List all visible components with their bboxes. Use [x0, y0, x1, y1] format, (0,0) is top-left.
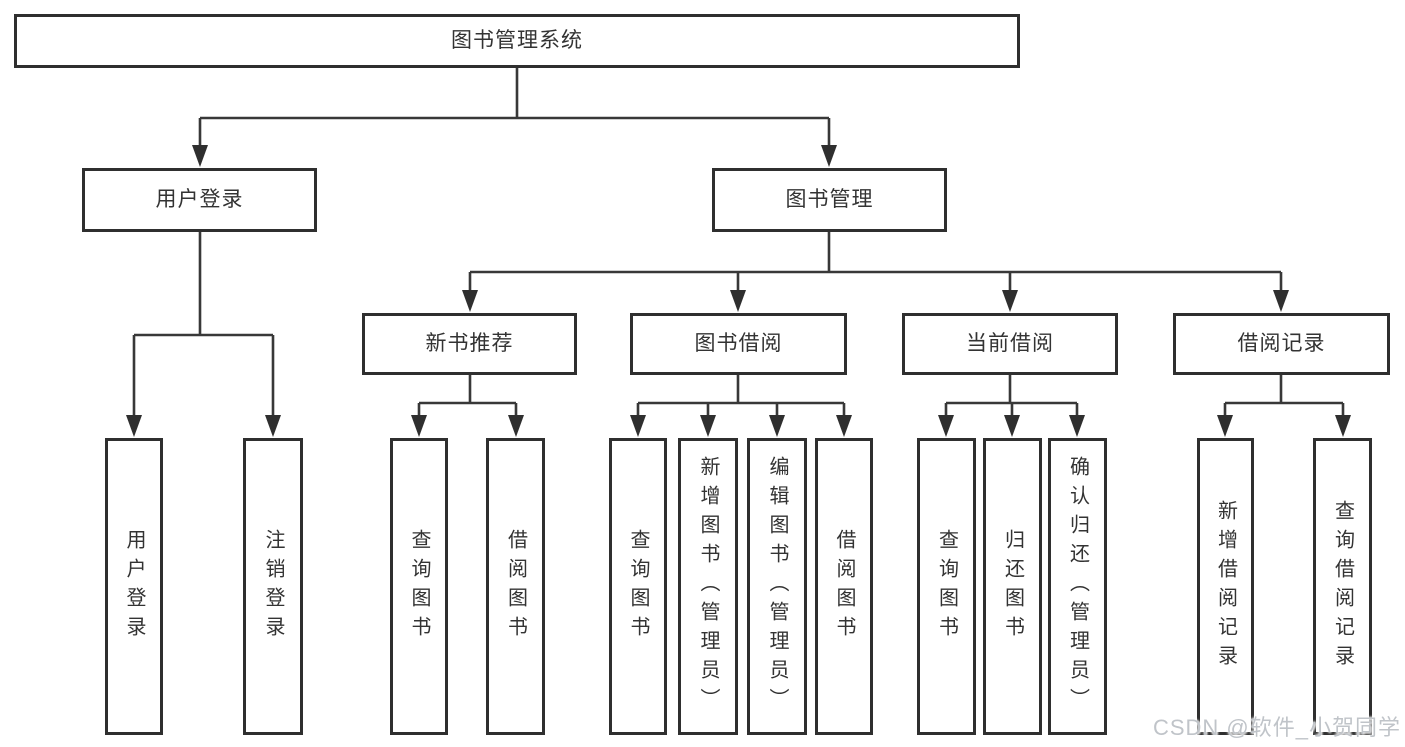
leaf-query-books-current: 查询图书 [917, 438, 976, 735]
connector-current-borrow [944, 375, 1079, 416]
csdn-watermark: CSDN @软件_小贺同学 [1152, 715, 1401, 740]
arrowhead [126, 415, 142, 437]
leaf-label: 查询图书 [408, 528, 430, 645]
leaf-edit-book-admin: 编辑图书（管理员） [747, 438, 807, 735]
node-library-management-system: 图书管理系统 [14, 14, 1020, 68]
leaf-label: 查询图书 [627, 528, 649, 645]
leaf-query-books-borrow: 查询图书 [609, 438, 667, 735]
arrowhead [1273, 290, 1289, 312]
leaf-label: 新增图书（管理员） [697, 456, 719, 717]
connector-user-login [132, 232, 275, 416]
arrowhead [821, 145, 837, 167]
arrowhead [700, 415, 716, 437]
connector-borrow-records [1223, 375, 1345, 416]
node-label: 借阅记录 [1237, 332, 1326, 356]
leaf-logout-login: 注销登录 [243, 438, 303, 735]
arrowhead [508, 415, 524, 437]
leaf-add-book-admin: 新增图书（管理员） [678, 438, 738, 735]
arrowhead [462, 290, 478, 312]
arrowhead [630, 415, 646, 437]
leaf-label: 借阅图书 [833, 528, 855, 645]
leaf-borrow-books-recommend: 借阅图书 [486, 438, 545, 735]
node-new-book-recommend: 新书推荐 [362, 313, 577, 375]
node-label: 图书管理 [785, 188, 874, 212]
leaf-label: 借阅图书 [504, 528, 527, 645]
arrowhead [938, 415, 954, 437]
arrowhead [1069, 415, 1085, 437]
node-label: 用户登录 [155, 188, 244, 212]
node-book-management: 图书管理 [712, 168, 947, 232]
node-label: 当前借阅 [966, 332, 1054, 356]
leaf-query-borrow-record: 查询借阅记录 [1313, 438, 1372, 735]
leaf-label: 编辑图书（管理员） [766, 456, 788, 717]
node-label: 图书借阅 [694, 332, 783, 356]
node-user-login: 用户登录 [82, 168, 317, 232]
leaf-label: 新增借阅记录 [1214, 499, 1237, 674]
leaf-label: 注销登录 [262, 528, 284, 645]
leaf-label: 用户登录 [123, 528, 145, 645]
arrowhead [1335, 415, 1351, 437]
node-current-borrow: 当前借阅 [902, 313, 1118, 375]
leaf-label: 查询借阅记录 [1331, 499, 1354, 674]
arrowhead [1002, 290, 1018, 312]
arrowhead [265, 415, 281, 437]
leaf-borrow-books: 借阅图书 [815, 438, 873, 735]
leaf-user-login: 用户登录 [105, 438, 163, 735]
node-borrow-records: 借阅记录 [1173, 313, 1390, 375]
arrowhead [836, 415, 852, 437]
arrowhead [730, 290, 746, 312]
node-label: 图书管理系统 [451, 29, 583, 53]
connector-book-management [468, 232, 1283, 291]
arrowhead [192, 145, 208, 167]
arrowhead [769, 415, 785, 437]
leaf-label: 归还图书 [1001, 528, 1024, 645]
arrowhead [1004, 415, 1020, 437]
leaf-label: 查询图书 [935, 528, 958, 645]
leaf-label: 确认归还（管理员） [1066, 456, 1089, 717]
connector-new-book-recommend [417, 375, 518, 416]
arrowhead [1217, 415, 1233, 437]
arrowhead [411, 415, 427, 437]
leaf-confirm-return-admin: 确认归还（管理员） [1048, 438, 1107, 735]
connector-root [198, 68, 831, 146]
node-book-borrow: 图书借阅 [630, 313, 847, 375]
node-label: 新书推荐 [425, 332, 514, 356]
connector-book-borrow [636, 375, 846, 416]
leaf-add-borrow-record: 新增借阅记录 [1197, 438, 1254, 735]
leaf-query-books-recommend: 查询图书 [390, 438, 448, 735]
leaf-return-book: 归还图书 [983, 438, 1042, 735]
